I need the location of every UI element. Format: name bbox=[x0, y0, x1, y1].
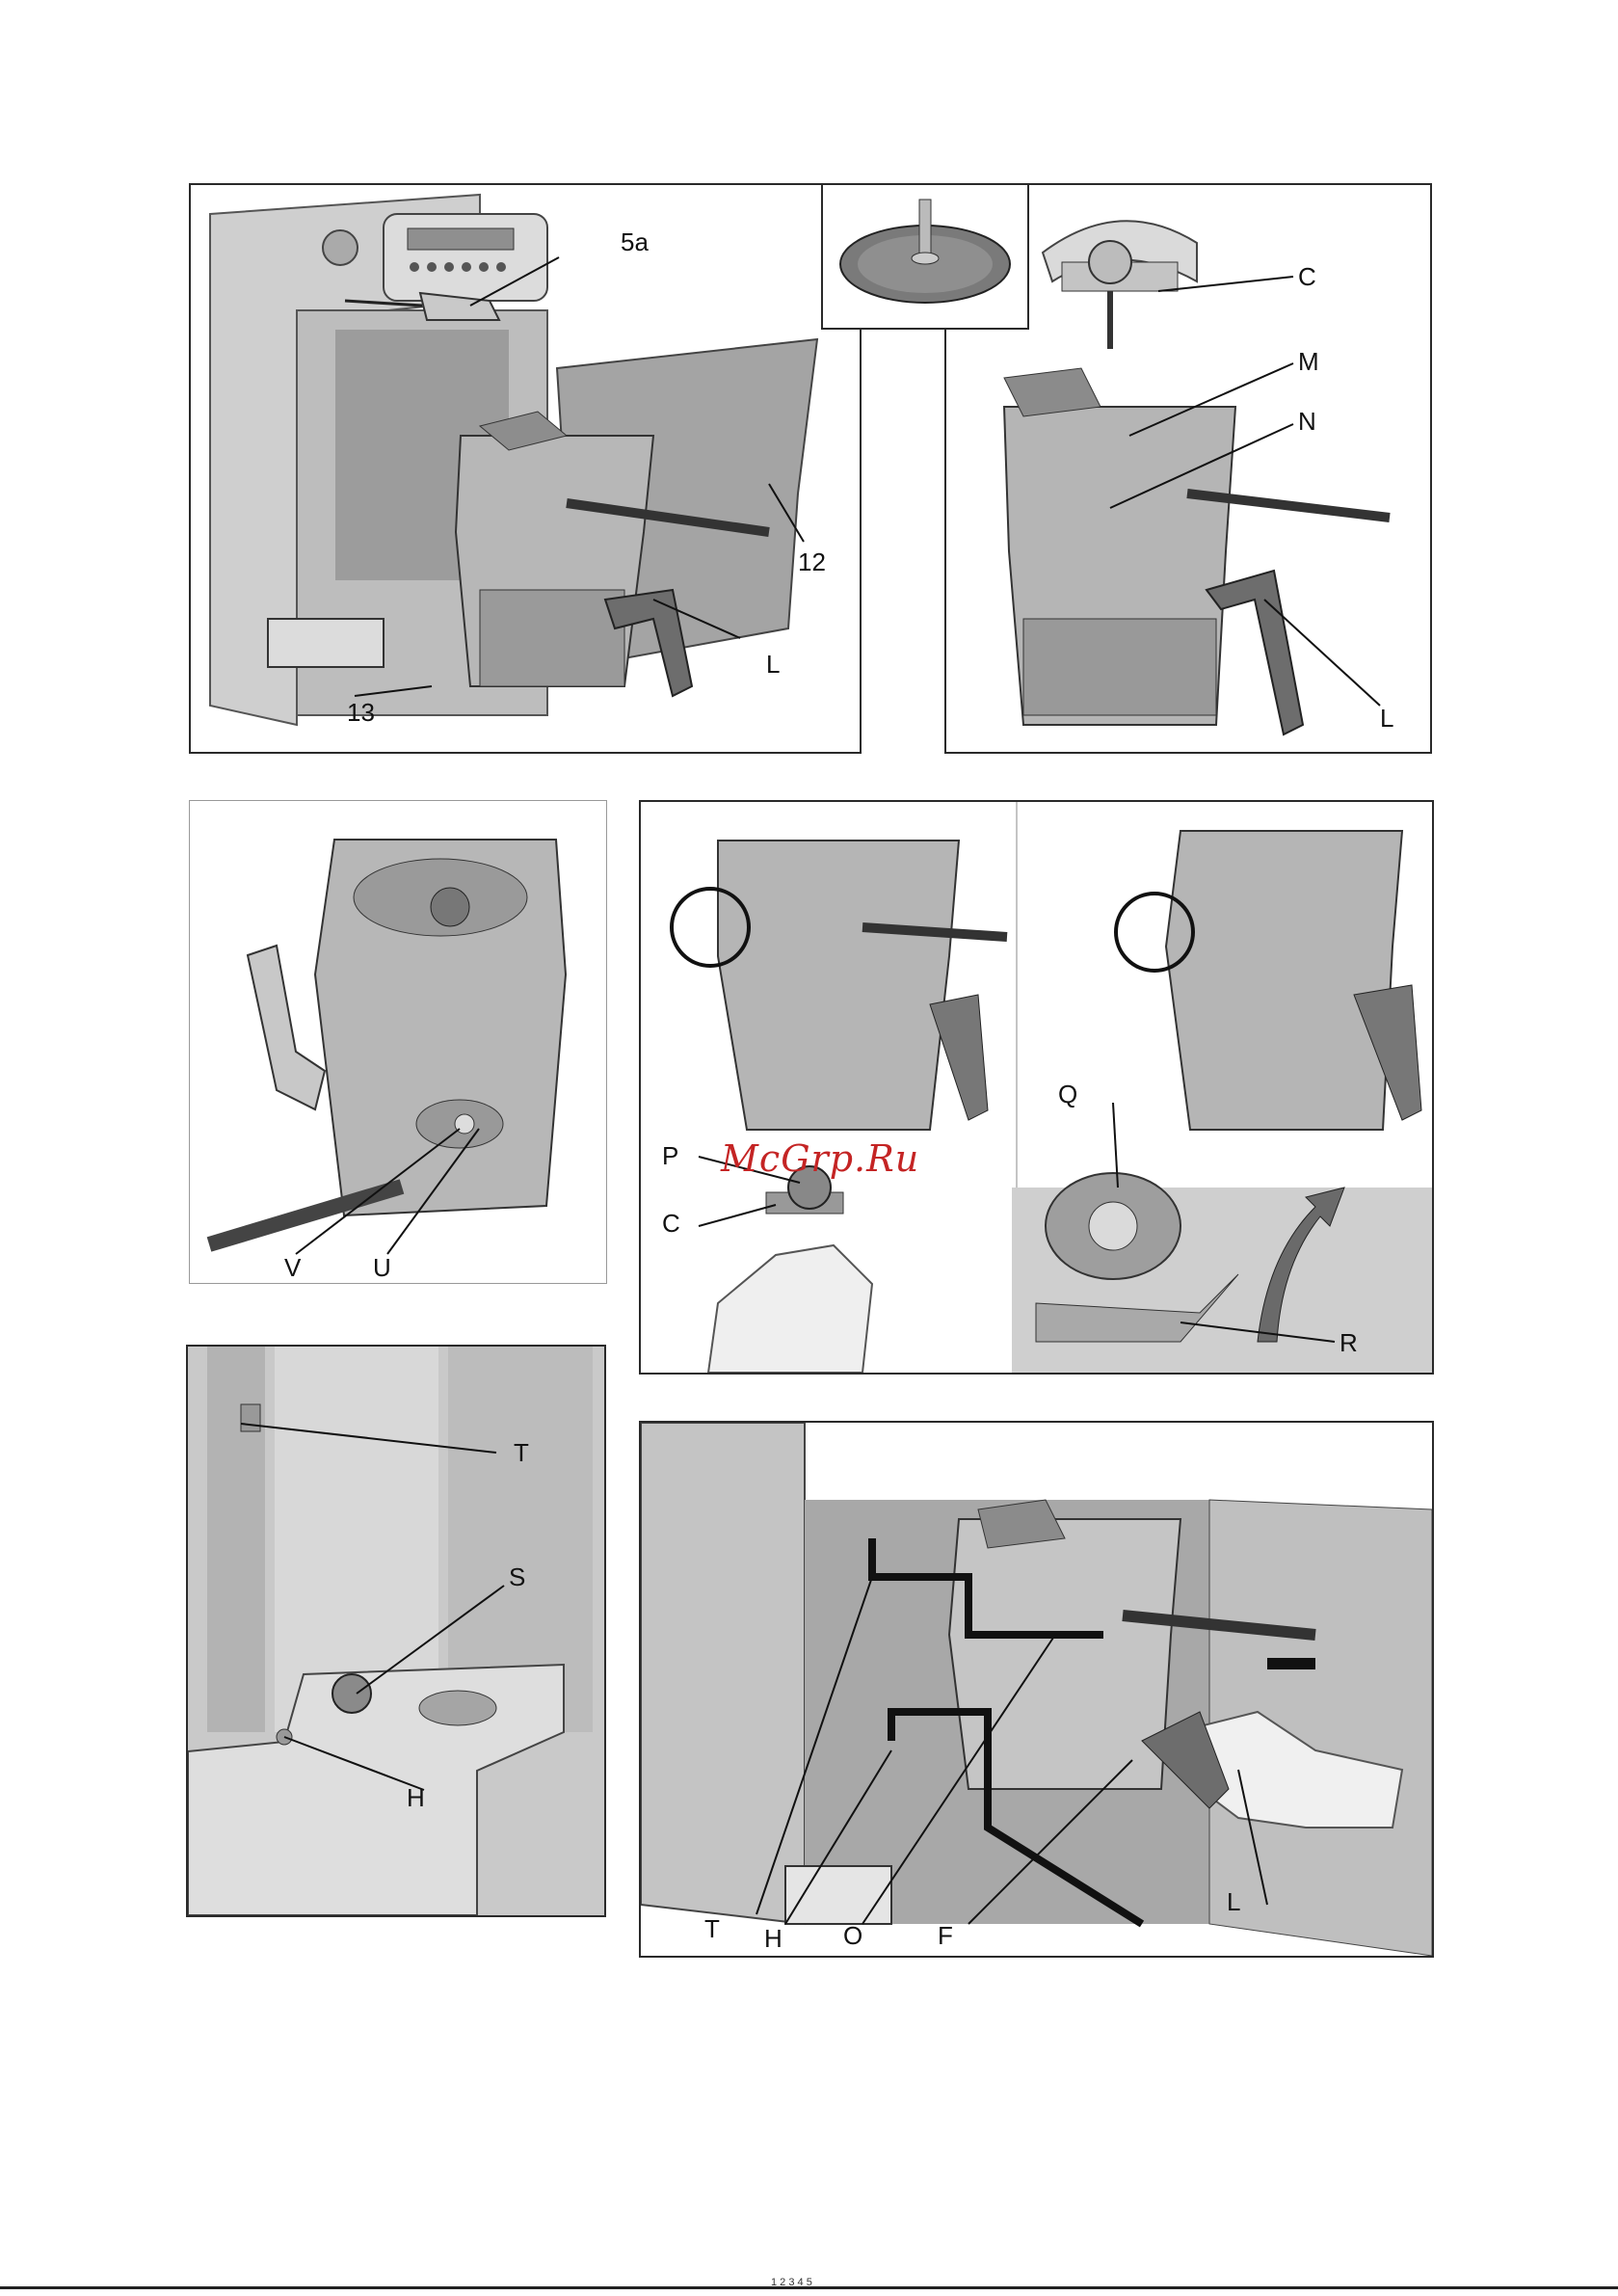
label-T: T bbox=[514, 1440, 529, 1465]
label-M: M bbox=[1298, 349, 1319, 374]
figure-6-illustration bbox=[641, 1423, 1432, 1956]
figure-4-illustration bbox=[641, 802, 1432, 1373]
label-H: H bbox=[407, 1785, 425, 1810]
figure-5-illustration bbox=[188, 1347, 604, 1915]
figure-3-illustration bbox=[190, 801, 606, 1283]
label-L: L bbox=[1227, 1889, 1240, 1914]
watermark: McGrp.Ru bbox=[721, 1137, 919, 1180]
label-U: U bbox=[373, 1255, 391, 1280]
label-H: H bbox=[764, 1926, 782, 1951]
label-S: S bbox=[509, 1564, 525, 1589]
figure-1-illustration bbox=[191, 185, 860, 752]
filter-disc-illustration bbox=[823, 185, 1027, 328]
label-12: 12 bbox=[798, 549, 826, 574]
label-T: T bbox=[704, 1916, 720, 1941]
figure-6-panel: T H O F L bbox=[639, 1421, 1434, 1958]
figure-5-panel: T S H bbox=[186, 1345, 606, 1917]
page-footer-text: 1 2 3 4 5 bbox=[771, 2277, 812, 2288]
label-N: N bbox=[1298, 409, 1316, 434]
label-C: C bbox=[1298, 264, 1316, 289]
figure-1-panel: 5a 12 L 13 bbox=[189, 183, 862, 754]
label-L: L bbox=[1380, 706, 1393, 731]
label-R: R bbox=[1339, 1330, 1358, 1355]
label-V: V bbox=[284, 1255, 301, 1280]
figure-4-panel: P C Q R bbox=[639, 800, 1434, 1375]
label-13: 13 bbox=[347, 700, 375, 725]
label-O: O bbox=[843, 1923, 862, 1948]
label-Q: Q bbox=[1058, 1081, 1077, 1107]
label-F: F bbox=[938, 1923, 953, 1948]
figure-3-panel: V U bbox=[189, 800, 607, 1284]
label-5a: 5a bbox=[621, 229, 649, 254]
label-L: L bbox=[766, 652, 780, 677]
figure-2-inset-filter bbox=[821, 183, 1029, 330]
label-P: P bbox=[662, 1143, 678, 1168]
label-C: C bbox=[662, 1211, 680, 1236]
